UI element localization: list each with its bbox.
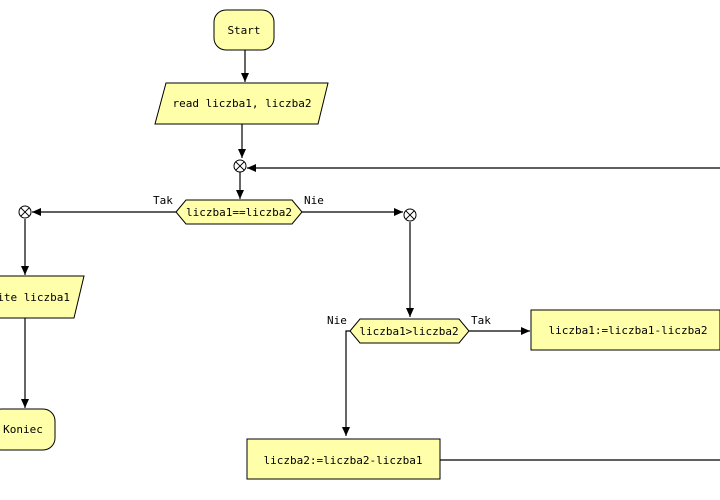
edges — [21, 50, 720, 461]
write-label: write liczba1 — [0, 291, 70, 304]
read-label: read liczba1, liczba2 — [172, 97, 311, 110]
left-junction — [18, 205, 32, 219]
equal-condition-label: liczba1==liczba2 — [186, 206, 292, 219]
greater-condition-label: liczba1>liczba2 — [359, 325, 458, 338]
read-node[interactable]: read liczba1, liczba2 — [154, 82, 329, 125]
greater-condition-node[interactable]: liczba1>liczba2 — [349, 318, 470, 344]
merge-junction — [233, 159, 247, 173]
equal-no-label: Nie — [304, 194, 324, 207]
equal-condition-node[interactable]: liczba1==liczba2 — [175, 199, 303, 225]
end-label: Koniec — [3, 423, 43, 436]
greater-no-label: Nie — [327, 314, 347, 327]
greater-yes-label: Tak — [471, 314, 491, 327]
assign1-node[interactable]: liczba1:=liczba1-liczba2 — [530, 309, 720, 351]
assign1-label: liczba1:=liczba1-liczba2 — [549, 324, 708, 337]
edge-greater-no — [342, 330, 350, 436]
start-node[interactable]: Start — [213, 9, 275, 51]
write-node[interactable]: write liczba1 — [0, 275, 85, 319]
assign2-label: liczba2:=liczba2-liczba1 — [264, 454, 423, 467]
right-junction — [403, 208, 417, 222]
assign2-node[interactable]: liczba2:=liczba2-liczba1 — [246, 438, 441, 480]
end-node[interactable]: Koniec — [0, 408, 56, 451]
equal-yes-label: Tak — [153, 194, 173, 207]
start-label: Start — [227, 24, 260, 37]
